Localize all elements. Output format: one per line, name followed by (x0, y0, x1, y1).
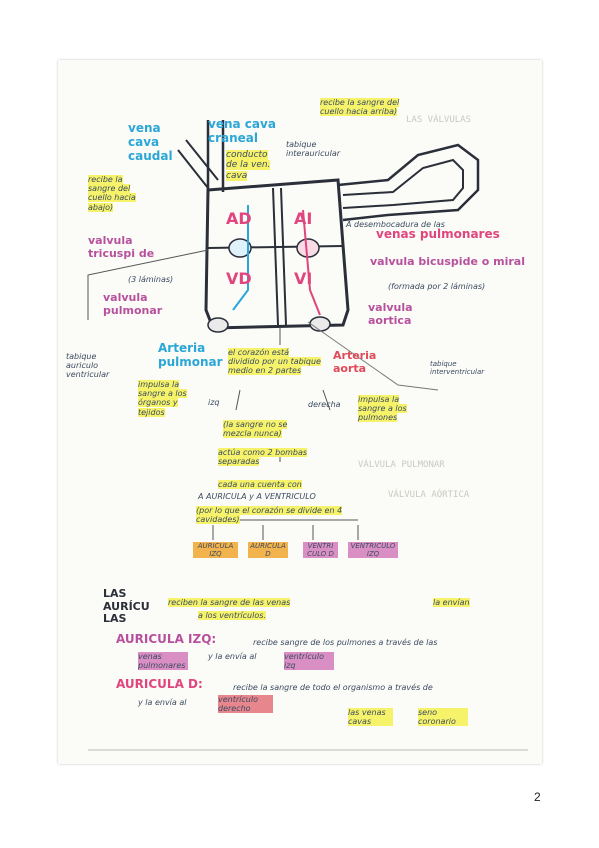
heading-auricula-izq: AURICULA IZQ: (116, 632, 217, 646)
bleed-through-text: LAS VÁLVULAS (406, 115, 472, 125)
text-reciben: reciben la sangre de las venas (168, 598, 291, 607)
tricuspid-valve (228, 238, 252, 258)
chamber-VI: VI (294, 269, 313, 288)
text-corazon-dividido: el corazón está dividido por un tabique … (228, 348, 321, 376)
label-tabique-interauricular: tabique interauricular (286, 140, 341, 159)
chamber-AI: AI (294, 209, 313, 228)
label-valvula-tricuspide: valvula tricuspi de (88, 234, 155, 260)
label-tabique-auriculo: tabique auriculo ventricular (66, 352, 110, 380)
label-valvula-bicuspide: valvula bicuspide o miral (370, 255, 525, 268)
left-flow-arrow (302, 209, 321, 316)
page-number: 2 (534, 790, 541, 804)
text-ad-recibe: recibe la sangre de todo el organismo a … (233, 683, 433, 692)
text-impulsa-organos: impulsa la sangre a los órganos y tejido… (138, 380, 187, 417)
cavity-auricula-izq: AURICULA IZQ (193, 542, 238, 559)
notebook-page: LAS VÁLVULAS VÁLVULA PULMONAR VÁLVULA AÓ… (58, 60, 542, 764)
bleed-through-text: VÁLVULA PULMONAR (358, 460, 445, 470)
text-ai-venas: venas pulmonares (138, 652, 188, 671)
label-formada-por: (formada por 2 láminas) (388, 282, 486, 291)
label-desembocadura: A desembocadura de las (346, 220, 445, 229)
text-ai-ventriculo: ventrículo izq (284, 652, 334, 671)
label-venas-pulmonares: venas pulmonares (376, 227, 500, 241)
av-divider (207, 245, 344, 249)
label-arteria-pulmonar: Arteria pulmonar (158, 341, 223, 369)
text-ad-ventriculo: ventrículo derecho (218, 695, 273, 714)
vena-cava-craneal-tube (206, 120, 225, 195)
heart-outline (204, 178, 350, 330)
pulmonary-veins-tube (337, 143, 480, 222)
text-izq: izq (208, 398, 220, 407)
text-ad-envia: y la envía al (138, 698, 187, 707)
text-actua-bombas: actúa como 2 bombas separadas (218, 448, 308, 467)
label-conducto-vena-cava: conducto de la ven. cava (226, 150, 271, 181)
pulmonary-veins-inner (342, 158, 464, 209)
text-ai-recibe: recibe sangre de los pulmones a través d… (253, 638, 438, 647)
heading-auricula-d: AURICULA D: (116, 677, 203, 691)
label-recibe-cuello-abajo: recibe la sangre del cuello hacia abajo) (88, 175, 136, 212)
text-derecha: derecha (308, 400, 341, 409)
label-tres-laminas: (3 láminas) (128, 275, 174, 284)
label-valvula-aortica: valvula aortica (368, 301, 413, 327)
label-valvula-pulmonar: valvula pulmonar (103, 291, 163, 317)
septum-line (272, 187, 279, 326)
text-a-los-ventriculos: a los ventrículos. (198, 611, 266, 620)
chamber-AD: AD (226, 209, 252, 228)
text-auricula-ventriculo: A AURICULA y A VENTRICULO (198, 492, 316, 501)
text-impulsa-pulmones: impulsa la sangre a los pulmones (358, 395, 407, 423)
label-tabique-interventricular: tabique interventricular (430, 360, 485, 377)
right-flow-arrow (232, 205, 249, 311)
vena-cava-caudal-tube (177, 139, 219, 189)
label-recibe-cuello-arriba: recibe la sangre del cuello hacia arriba… (320, 98, 400, 117)
label-vena-cava-caudal: vena cava caudal (128, 121, 173, 163)
heading-las-auriculas: LAS AURÍCU LAS (103, 587, 150, 626)
bicuspid-valve (296, 238, 320, 258)
text-ad-venas-cavas: las venas cavas (348, 708, 393, 727)
text-cada-una: cada una cuenta con (218, 480, 302, 489)
cavity-ventriculo-d: VENTRI CULO D (303, 542, 338, 559)
text-ad-seno: seno coronario (418, 708, 468, 727)
text-nunca-mezcla: (la sangre no se mezcla nunca) (223, 420, 288, 439)
cavity-ventriculo-izq: VENTRICULO IZQ (348, 542, 398, 559)
text-ai-envia: y la envía al (208, 652, 257, 661)
bleed-through-text: VÁLVULA AÓRTICA (388, 490, 470, 500)
text-envian: la envían (433, 598, 470, 607)
septum-line (280, 187, 287, 326)
label-arteria-aorta: Arteria aorta (333, 349, 377, 375)
aortic-valve (309, 316, 331, 332)
cavity-auricula-d: AURICULA D (248, 542, 288, 559)
label-vena-cava-craneal: vena cava craneal (208, 117, 276, 145)
heart-diagram (87, 120, 528, 751)
text-por-lo-que: (por lo que el corazón se divide en 4 ca… (196, 506, 343, 525)
chamber-VD: VD (226, 269, 252, 288)
pulmonary-valve (207, 317, 229, 333)
